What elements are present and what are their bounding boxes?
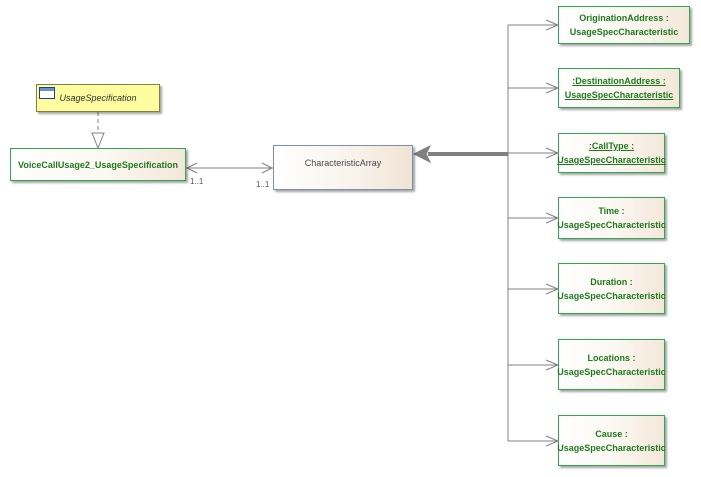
characteristic-type: UsageSpecCharacteristic	[557, 366, 666, 377]
association-right-arrow	[261, 162, 274, 174]
characteristic-type: UsageSpecCharacteristic	[557, 442, 666, 453]
characteristic-instance[interactable]: Time : UsageSpecCharacteristic	[557, 197, 666, 239]
characteristic-instance[interactable]: OriginationAddress : UsageSpecCharacteri…	[558, 6, 690, 44]
specification-name: VoiceCallUsage2_UsageSpecification	[18, 159, 178, 170]
characteristic-name: Locations :	[587, 352, 636, 363]
aggregation-bus	[507, 19, 560, 447]
characteristic-name: :CallType :	[588, 141, 635, 151]
characteristic-instance[interactable]: Locations : UsageSpecCharacteristic	[557, 339, 666, 390]
aggregation-arrowhead	[412, 144, 432, 164]
characteristic-name: OriginationAddress :	[579, 13, 669, 23]
association-multiplicity-right: 1..1	[256, 180, 270, 189]
association-left-arrow	[185, 162, 198, 174]
characteristic-name: Cause :	[595, 428, 628, 439]
interface-name: UsageSpecification	[59, 93, 137, 103]
array-name: CharacteristicArray	[304, 158, 382, 168]
interface-icon	[39, 87, 55, 99]
characteristic-type: UsageSpecCharacteristic	[557, 155, 666, 165]
characteristic-type: UsageSpecCharacteristic	[564, 90, 674, 100]
characteristic-name: Duration :	[590, 276, 633, 287]
voice-call-usage-specification-instance[interactable]: VoiceCallUsage2_UsageSpecification	[10, 148, 186, 181]
characteristic-instance[interactable]: :CallType : UsageSpecCharacteristic	[557, 133, 666, 173]
characteristic-type: UsageSpecCharacteristic	[569, 27, 679, 37]
association-multiplicity-left: 1..1	[190, 177, 204, 186]
characteristic-instance[interactable]: Duration : UsageSpecCharacteristic	[557, 263, 666, 314]
realization-arrowhead	[91, 132, 105, 150]
characteristic-array-class[interactable]: CharacteristicArray	[273, 145, 413, 190]
usage-specification-interface[interactable]: UsageSpecification	[36, 84, 160, 112]
characteristic-type: UsageSpecCharacteristic	[557, 220, 666, 230]
characteristic-type: UsageSpecCharacteristic	[557, 290, 666, 301]
characteristic-instance[interactable]: Cause : UsageSpecCharacteristic	[557, 415, 666, 466]
characteristic-name: :DestinationAddress :	[572, 76, 666, 86]
characteristic-name: Time :	[598, 206, 625, 216]
characteristic-instance[interactable]: :DestinationAddress : UsageSpecCharacter…	[558, 68, 680, 108]
